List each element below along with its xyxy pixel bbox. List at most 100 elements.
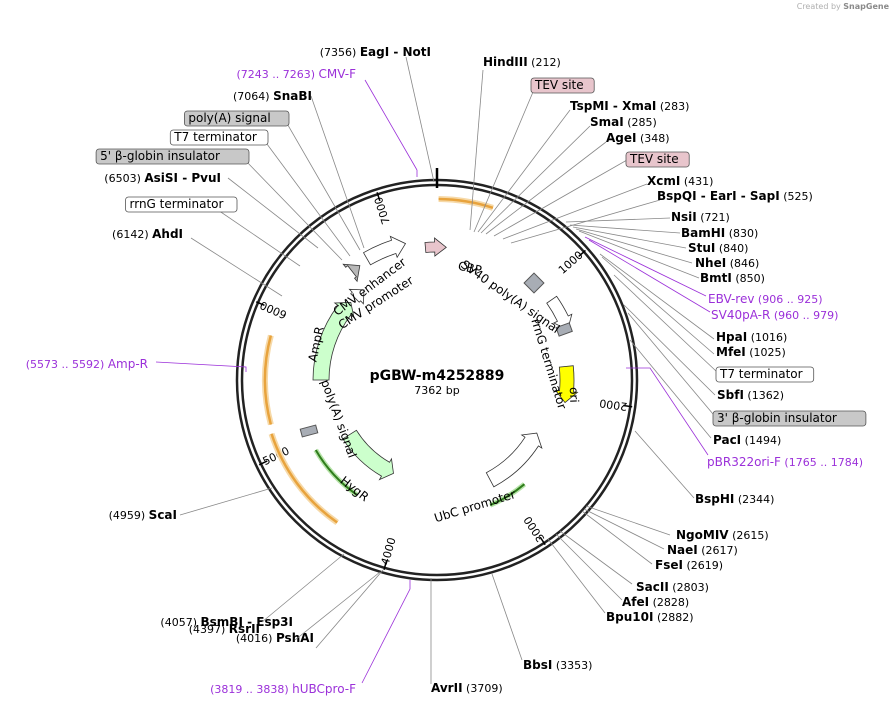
primer-name: CMV-F bbox=[319, 67, 357, 81]
enzyme-bspqi-eari-sapi: BspQI - EarI - SapI (525) bbox=[657, 189, 813, 203]
tev-site-1: TEV site bbox=[534, 78, 584, 92]
t7-terminator-right: T7 terminator bbox=[719, 367, 803, 381]
enzyme-position: (2828) bbox=[649, 596, 689, 609]
enzyme-ngomiv: NgoMIV (2615) bbox=[676, 528, 769, 542]
enzyme-name: NheI bbox=[695, 256, 726, 270]
enzyme-name: TspMI bbox=[570, 99, 609, 113]
leader-line bbox=[477, 109, 571, 233]
enzyme-position: (6142) bbox=[112, 228, 152, 241]
leader-line bbox=[211, 205, 301, 267]
tick-mark bbox=[255, 301, 265, 307]
tick-label: 7000 bbox=[372, 195, 393, 226]
enzyme-name: - XmaI bbox=[609, 99, 657, 113]
enzyme-name: BspQI bbox=[657, 189, 697, 203]
enzyme-name: NaeI bbox=[667, 543, 698, 557]
plasmid-name: pGBW-m4252889 bbox=[370, 368, 505, 384]
leader-line bbox=[244, 159, 343, 261]
plasmid-length: 7362 bp bbox=[414, 384, 459, 397]
primer-leader-ampr bbox=[155, 361, 247, 372]
enzyme-bbsi: BbsI (3353) bbox=[523, 658, 592, 672]
enzyme-position: (840) bbox=[715, 242, 748, 255]
primer-sv40pa-r: SV40pA-R (960 .. 979) bbox=[711, 308, 838, 322]
enzyme-mfei: MfeI (1025) bbox=[716, 345, 786, 359]
ampr-arrow bbox=[312, 301, 355, 381]
enzyme-snabi: (7064) SnaBI bbox=[233, 89, 312, 103]
enzyme-name: HindIII bbox=[483, 55, 528, 69]
tick-mark bbox=[376, 192, 381, 202]
enzyme-name: HpaI bbox=[716, 330, 747, 344]
enzyme-position: (6503) bbox=[104, 172, 144, 185]
feature-label-polya: poly(A) signal bbox=[318, 378, 359, 460]
tick-label: 2000 bbox=[599, 396, 629, 413]
enzyme-bmti: BmtI (850) bbox=[700, 271, 765, 285]
orf-arc-hygr bbox=[314, 449, 358, 496]
beta-globin-5: 5' β-globin insulator bbox=[100, 149, 220, 163]
enzyme-name: Bpu10I bbox=[606, 610, 653, 624]
feature-label-ubc: UbC promoter bbox=[432, 487, 517, 525]
primer-amp-r: (5573 .. 5592) Amp-R bbox=[26, 357, 148, 371]
enzyme-name: EagI bbox=[360, 45, 389, 59]
tick-mark bbox=[623, 404, 633, 408]
orf-arc-cbp bbox=[438, 197, 494, 210]
enzyme-position: (7356) bbox=[320, 46, 360, 59]
enzyme-name: SmaI bbox=[590, 115, 624, 129]
enzyme-hpai: HpaI (1016) bbox=[716, 330, 787, 344]
rrng-terminator-left: rrnG terminator bbox=[130, 197, 224, 211]
leader-line bbox=[190, 237, 283, 297]
leader-line bbox=[613, 274, 717, 372]
beta-globin-3-box bbox=[712, 410, 867, 427]
enzyme-scai: (4959) ScaI bbox=[109, 508, 177, 522]
enzyme-name: RsrII bbox=[229, 622, 260, 636]
enzyme-position: (4016) bbox=[236, 632, 276, 645]
enzyme-paci: PacI (1494) bbox=[713, 433, 781, 447]
enzyme-position: (3709) bbox=[463, 682, 503, 695]
enzyme-position: (1025) bbox=[746, 346, 786, 359]
leader-line bbox=[261, 553, 345, 623]
leader-line bbox=[629, 339, 712, 439]
enzyme-position: (348) bbox=[636, 132, 669, 145]
leader-line bbox=[585, 505, 671, 536]
leader-line bbox=[315, 569, 384, 649]
primer-name: Amp-R bbox=[108, 357, 148, 371]
cbp-tag bbox=[424, 237, 447, 257]
leader-line bbox=[179, 487, 273, 516]
orf-arc-hygr-outer bbox=[270, 433, 338, 524]
leader-line bbox=[227, 177, 319, 249]
feature-label-cbp: CBP bbox=[457, 259, 483, 278]
leader-line bbox=[405, 56, 435, 183]
enzyme-name: - PvuI bbox=[178, 171, 221, 185]
beta-globin-3: 3' β-globin insulator bbox=[717, 411, 837, 425]
enzyme-nhei: NheI (846) bbox=[695, 256, 759, 270]
enzyme-sacii: SacII (2803) bbox=[636, 580, 709, 594]
enzyme-name: ScaI bbox=[149, 508, 177, 522]
feature-label-sv40-polya: SV40 poly(A) signal bbox=[458, 257, 562, 336]
enzyme-name: BbsI bbox=[523, 658, 552, 672]
ubc-promoter-arrow bbox=[485, 432, 543, 488]
t7-terminator-left-box bbox=[169, 129, 269, 146]
primer-name: EBV-rev bbox=[708, 292, 754, 306]
enzyme-position: (1494) bbox=[741, 434, 781, 447]
primer-range: (960 .. 979) bbox=[770, 309, 838, 322]
enzyme-fsei: FseI (2619) bbox=[655, 558, 723, 572]
enzyme-name: - Esp3I bbox=[243, 615, 293, 629]
primer-name: SV40pA-R bbox=[711, 308, 770, 322]
enzyme-bamhi: BamHI (830) bbox=[681, 226, 758, 240]
tev-site-2-box bbox=[625, 151, 690, 168]
primer-range: (3819 .. 3838) bbox=[210, 683, 292, 696]
primer-leader-hubc bbox=[361, 580, 411, 684]
tev-site-1-box bbox=[530, 77, 595, 94]
enzyme-pshai: (4016) PshAI bbox=[236, 631, 314, 645]
enzyme-agei: AgeI (348) bbox=[606, 131, 670, 145]
enzyme-name: AhdI bbox=[152, 227, 183, 241]
leader-line bbox=[559, 530, 633, 585]
leader-line bbox=[583, 508, 665, 550]
leader-line bbox=[584, 236, 707, 297]
leader-line bbox=[569, 224, 681, 234]
sv40-polya-block bbox=[523, 272, 545, 294]
primer-leader-cmvf bbox=[364, 79, 418, 177]
enzyme-position: (2615) bbox=[729, 529, 769, 542]
tick-mark bbox=[383, 560, 388, 570]
enzyme-name: SbfI bbox=[717, 388, 744, 402]
primer-range: (7243 .. 7263) bbox=[236, 68, 318, 81]
beta-globin-5-box bbox=[95, 148, 250, 165]
